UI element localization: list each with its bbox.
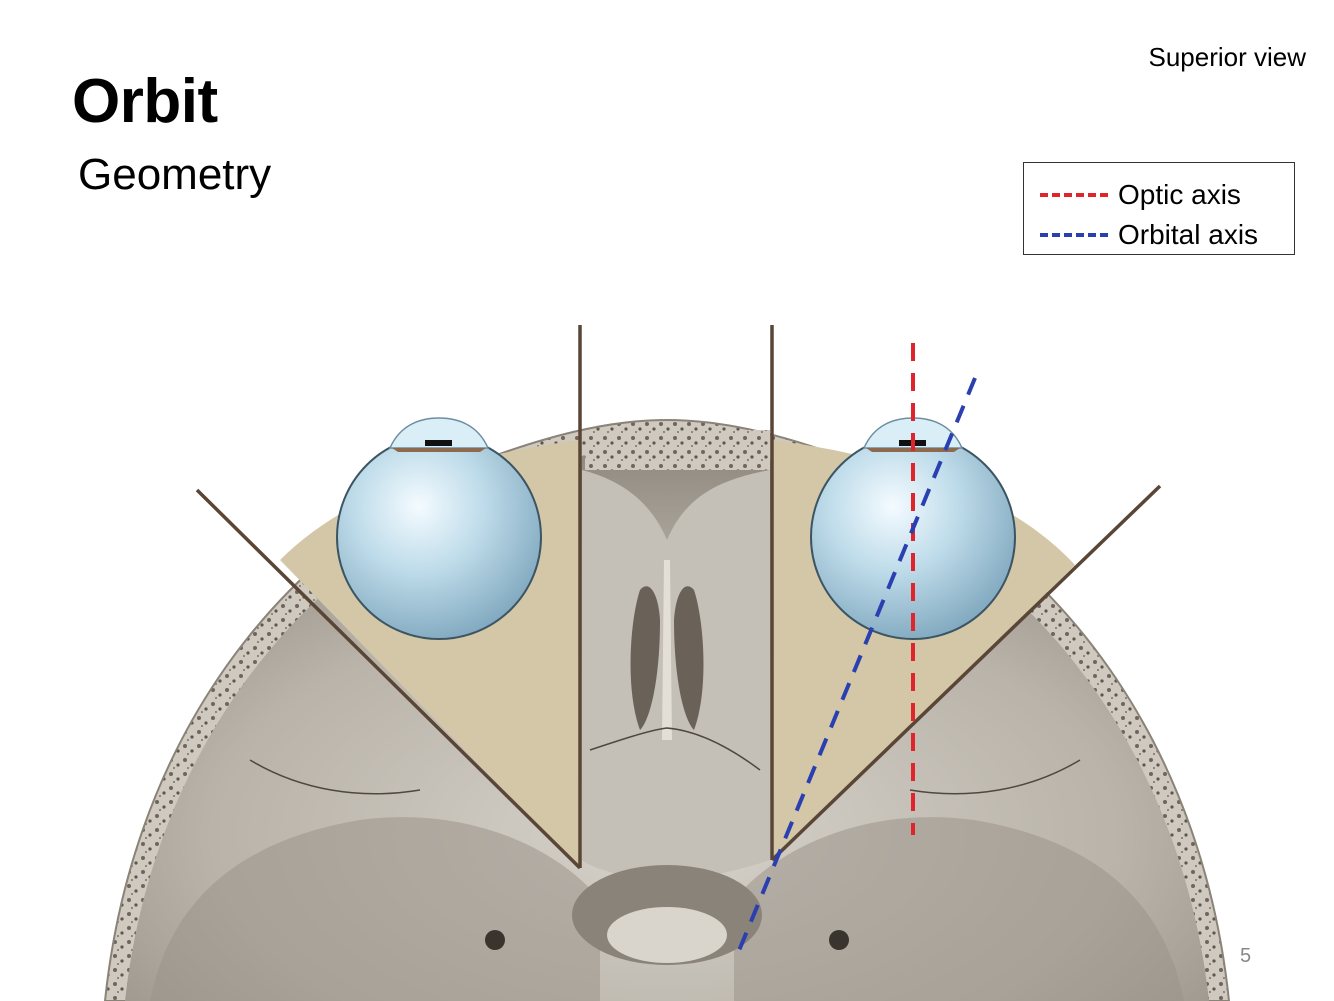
skull-base bbox=[105, 420, 1229, 1001]
page-number: 5 bbox=[1240, 945, 1251, 968]
